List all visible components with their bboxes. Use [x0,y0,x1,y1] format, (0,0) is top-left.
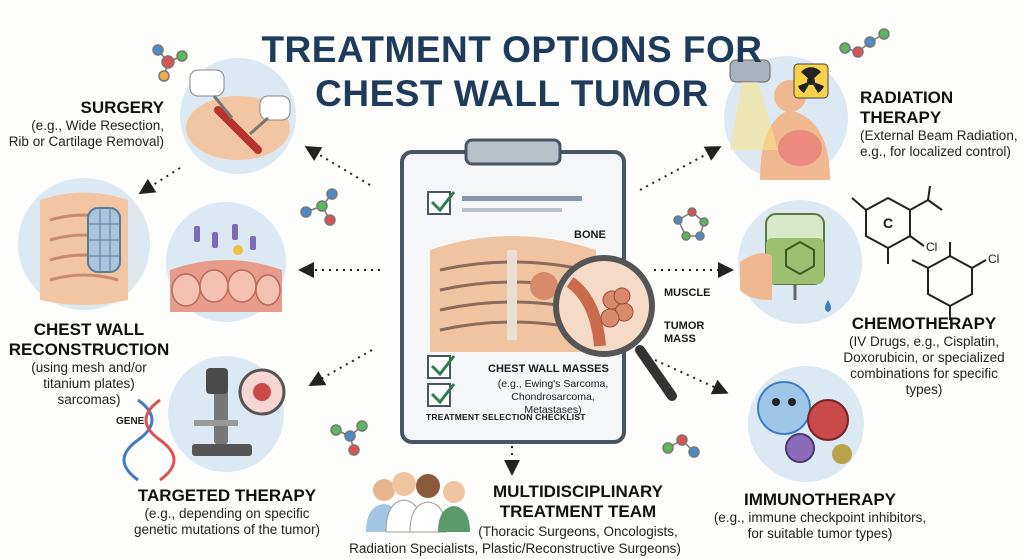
molecule-icon [152,44,188,82]
team-sub-2: Radiation Specialists, Plastic/Reconstru… [349,541,681,556]
reconstruction-heading-1: CHEST WALL [33,320,145,339]
masses-sub-1: (e.g., Ewing's Sarcoma, [497,378,609,390]
masses-heading: CHEST WALL MASSES [488,363,609,375]
reconstruction-sub-1: (using mesh and/or [31,360,147,375]
checklist-label: TREATMENT SELECTION CHECKLIST [426,412,586,422]
title-line-1: TREATMENT OPTIONS FOR [261,29,763,70]
radiation-heading-1: RADIATION [860,88,954,107]
chemo-heading: CHEMOTHERAPY [851,314,997,333]
connector-arrows [138,145,734,476]
gene-label: GENE [116,416,145,427]
team-sub-1: (Thoracic Surgeons, Oncologists, [478,524,678,539]
arrow-to-radiation [639,146,722,191]
arrow-to-targeted [308,349,373,386]
immuno-block: IMMUNOTHERAPY (e.g., immune checkpoint i… [700,490,940,542]
immuno-heading: IMMUNOTHERAPY [743,490,897,509]
immune-cells-illustration [748,366,864,482]
molecule-letter: C [883,215,894,231]
reconstruction-illustration [18,178,150,310]
surgery-sub-2: Rib or Cartilage Removal) [8,134,164,149]
title-line-2: CHEST WALL TUMOR [315,73,709,114]
molecule-icon [662,434,700,458]
bone-label: BONE [574,229,606,241]
surgery-heading: SURGERY [80,98,164,117]
radiation-sub-1: (External Beam Radiation, [860,128,1018,143]
team-illustration [366,472,470,533]
chemo-sub-1: (IV Drugs, e.g., Cisplatin, [848,334,1000,349]
chemo-sub-2: Doxorubicin, or specialized [843,350,1005,365]
molecule-icon [300,188,338,226]
radiation-illustration [724,56,848,180]
arrow-to-immuno [654,359,729,395]
surgery-sub-1: (e.g., Wide Resection, [31,118,164,133]
radiation-block: RADIATION THERAPY (External Beam Radiati… [860,88,1024,160]
targeted-sub-1: (e.g., depending on specific [144,506,310,521]
molecule-icon [673,207,709,241]
reconstruction-sub-3: sarcomas) [57,392,121,407]
masses-sub: (e.g., Ewing's Sarcoma, Chondrosarcoma, … [488,378,618,417]
radiation-heading-2: THERAPY [860,108,942,127]
arrow-to-surgery [304,145,371,186]
team-heading-1: MULTIDISCIPLINARY [493,482,663,501]
chemo-sub-3: combinations for specific [850,366,998,381]
dna-icon [122,398,176,482]
tumor-label: TUMOR MASS [664,320,704,346]
molecule-icon [330,420,368,456]
reconstruction-block: CHEST WALL RECONSTRUCTION (using mesh an… [0,320,178,408]
cell-illustration [166,202,286,322]
page-title: TREATMENT OPTIONS FOR CHEST WALL TUMOR [0,28,1024,116]
immuno-sub-1: (e.g., immune checkpoint inhibitors, [713,510,927,525]
targeted-block: TARGETED THERAPY (e.g., depending on spe… [112,486,342,538]
arrow-to-reconstruction [138,167,181,195]
chlorine-label-1: Cl [926,240,938,254]
tumor-label-1: TUMOR [664,320,705,332]
reconstruction-sub-2: titanium plates) [43,376,135,391]
targeted-sub-2: genetic mutations of the tumor) [133,522,321,537]
muscle-label: MUSCLE [664,287,711,299]
immuno-sub-2: for suitable tumor types) [747,526,893,541]
chemo-block: CHEMOTHERAPY (IV Drugs, e.g., Cisplatin,… [826,314,1022,398]
iv-bag-illustration [738,200,862,324]
surgery-illustration [180,58,296,174]
chemo-sub-4: types) [905,382,943,397]
targeted-heading: TARGETED THERAPY [137,486,317,505]
chemical-structure [851,185,987,320]
molecule-icon [839,28,890,58]
radiation-sub-2: e.g., for localized control) [860,144,1011,159]
magnifier [553,255,677,401]
surgery-block: SURGERY (e.g., Wide Resection, Rib or Ca… [0,98,164,150]
team-heading-2: TREATMENT TEAM [499,502,657,521]
tumor-label-2: MASS [664,333,696,345]
team-heading-block: MULTIDISCIPLINARY TREATMENT TEAM [478,482,678,522]
microscope-illustration [168,356,286,472]
chlorine-label-2: Cl [988,252,1000,266]
masses-sub-2: Chondrosarcoma, Metastases) [511,391,595,416]
clipboard [400,138,626,444]
reconstruction-heading-2: RECONSTRUCTION [8,340,170,359]
